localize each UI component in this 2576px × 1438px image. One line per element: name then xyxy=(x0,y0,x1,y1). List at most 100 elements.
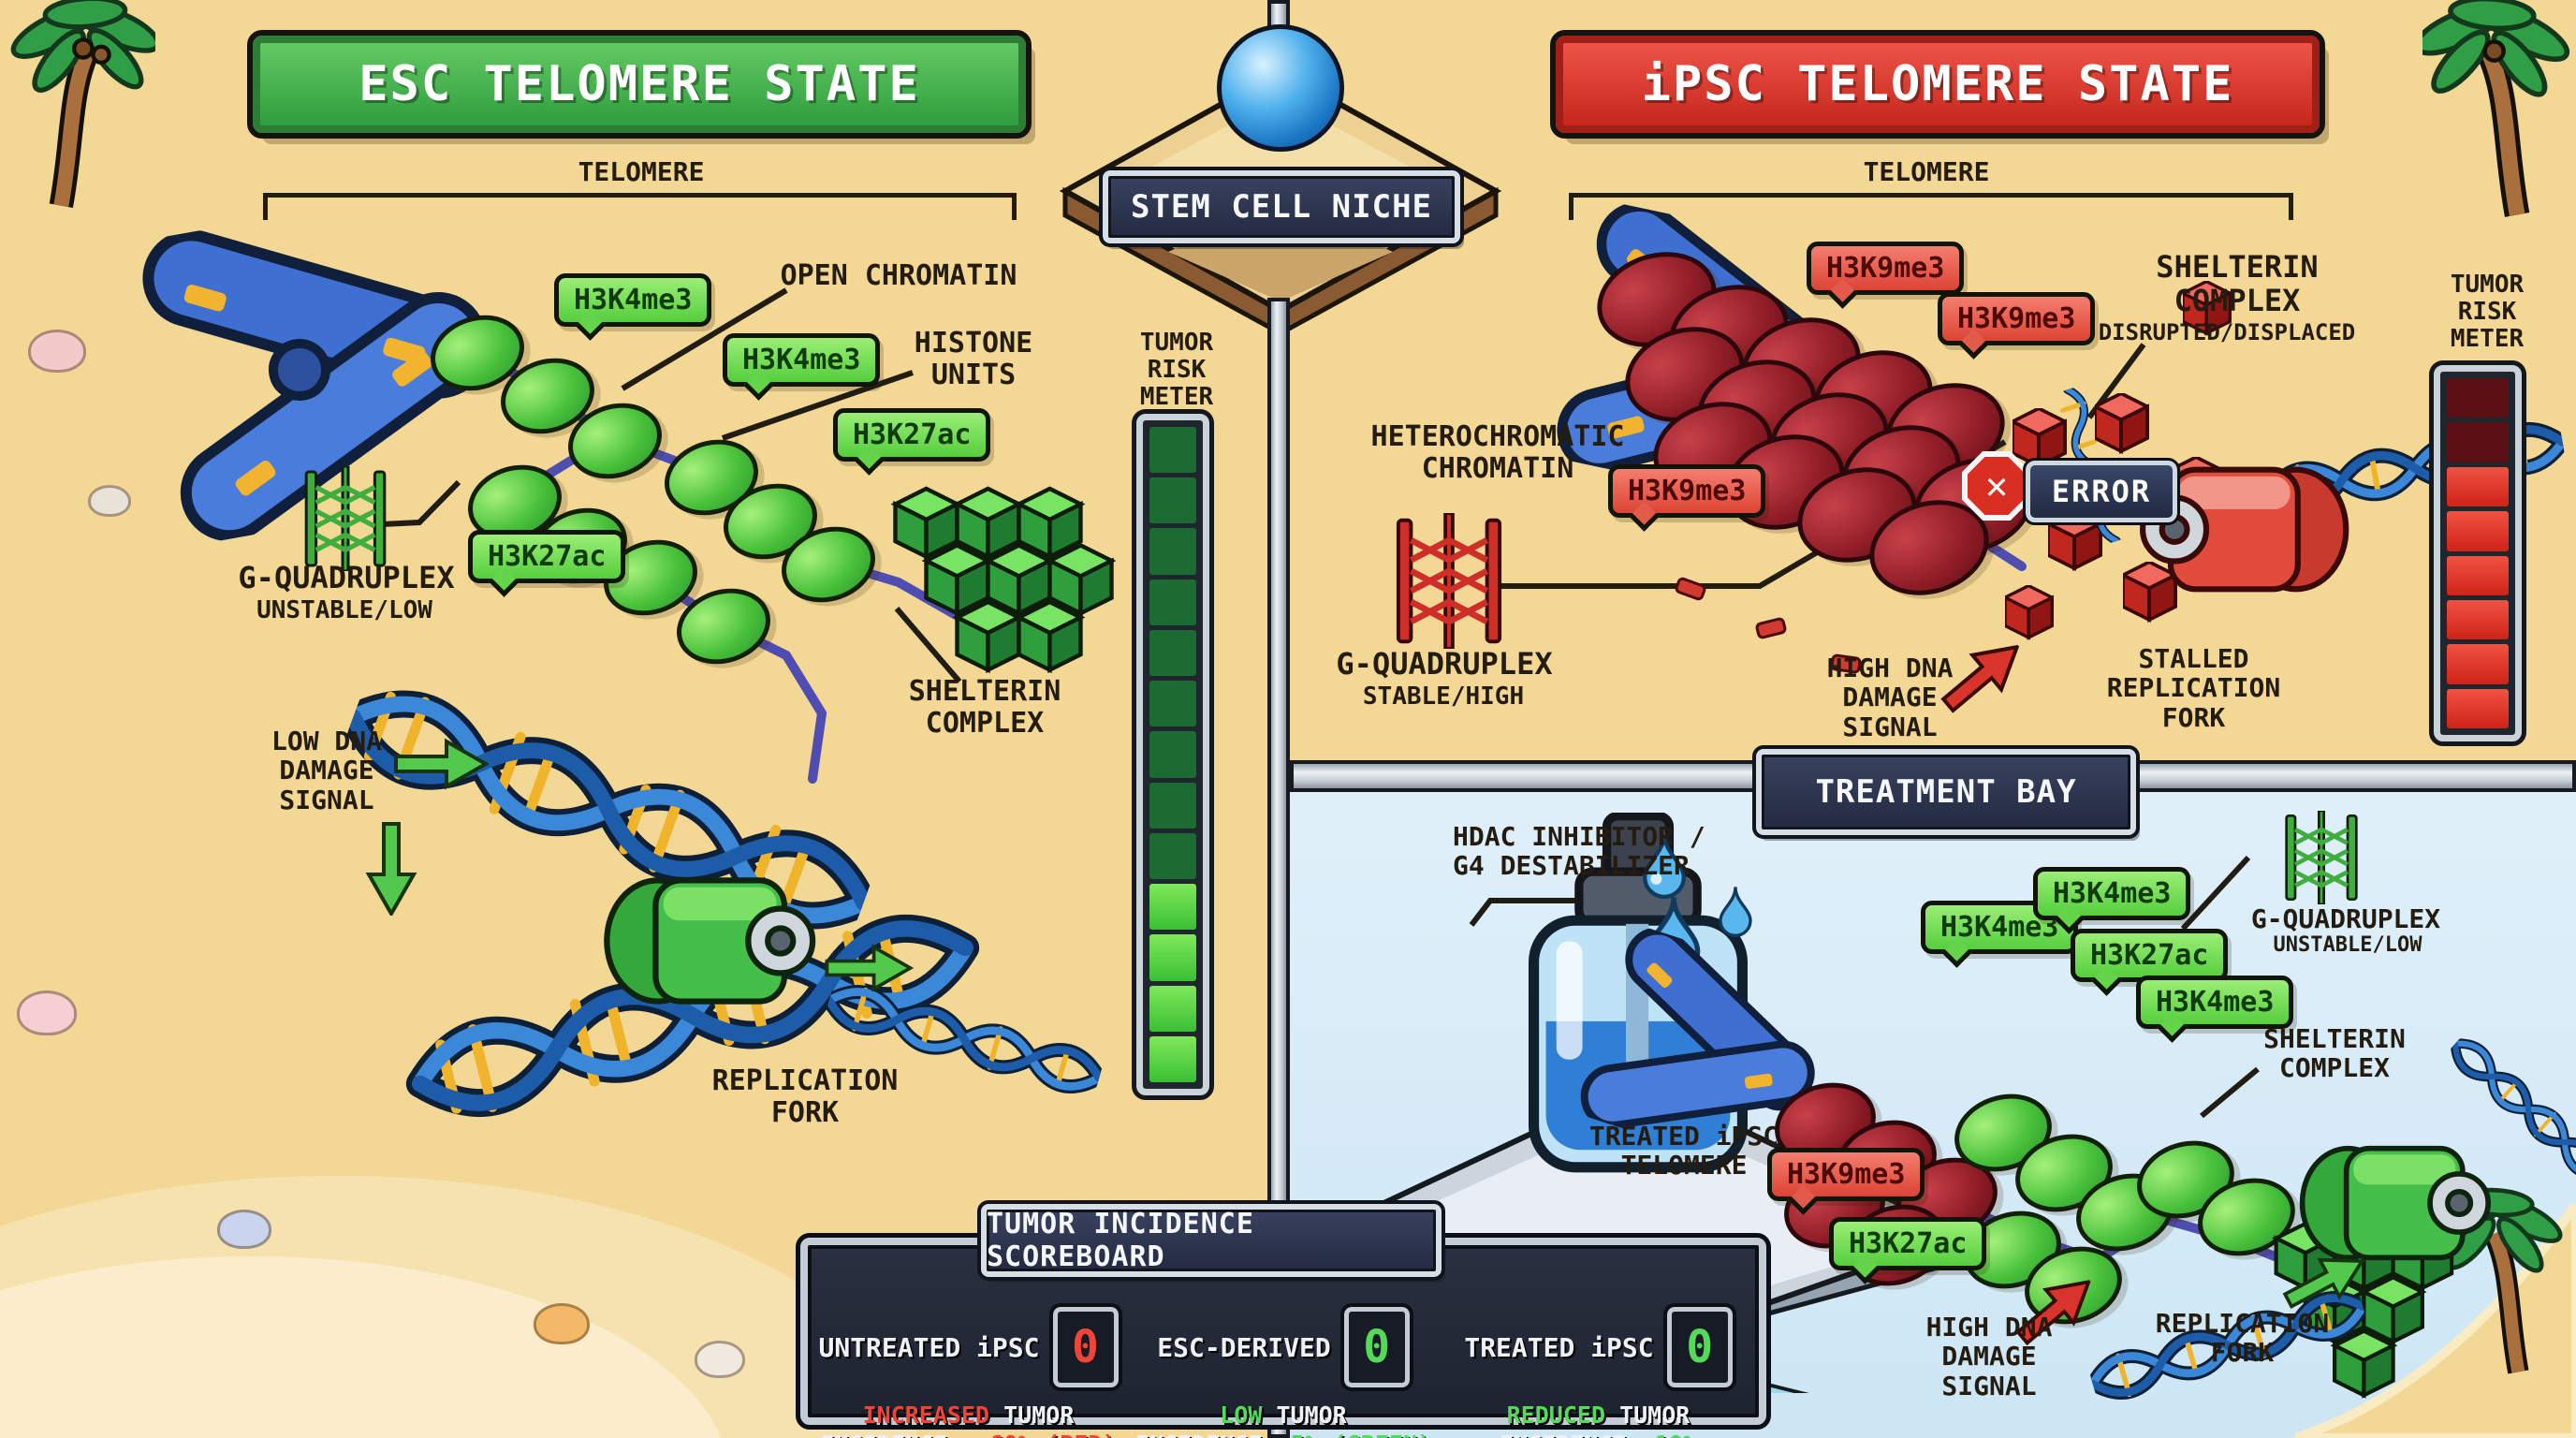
stalled-fork-label: STALLED REPLICATION FORK xyxy=(2106,643,2281,733)
scoreboard-column-untreated: UNTREATED iPSC 0 INCREASED TUMOR INCIDEN… xyxy=(814,1303,1123,1438)
esc-title-banner: ESC TELOMERE STATE xyxy=(247,30,1032,139)
g-quadruplex-state-label: UNSTABLE/LOW xyxy=(256,596,432,624)
h3k4me3-label: H3K4me3 xyxy=(2053,877,2172,910)
score-counter: 0 xyxy=(1048,1303,1122,1391)
dna-helix-icon xyxy=(822,985,1106,1093)
histone-mark-bubble: H3K9me3 xyxy=(1608,464,1766,518)
heterochromatic-label: HETEROCHROMATIC CHROMATIN xyxy=(1370,420,1625,485)
inhibitor-label: HDAC INHIBITOR / G4 DESTABILIZER xyxy=(1453,821,1705,882)
histone-mark-bubble: H3K4me3 xyxy=(554,273,712,327)
dna-damage-label: LOW DNA DAMAGE SIGNAL xyxy=(271,726,382,815)
histone-mark-bubble: H3K27ac xyxy=(833,408,991,462)
replication-fork-label: REPLICATION FORK xyxy=(711,1064,899,1129)
scoreboard-title: TUMOR INCIDENCE SCOREBOARD xyxy=(987,1208,1254,1273)
chromosome-icon xyxy=(1580,927,1815,1129)
droplet-icon xyxy=(1643,833,1686,900)
shelterin-label: SHELTERIN COMPLEX xyxy=(908,675,1061,740)
g-quadruplex-icon xyxy=(304,466,387,571)
esc-title: ESC TELOMERE STATE xyxy=(359,56,920,112)
error-badge: ERROR xyxy=(2023,458,2180,525)
scoreboard-col-label: TREATED iPSC xyxy=(1464,1331,1654,1363)
histone-mark-bubble: H3K4me3 xyxy=(723,333,881,387)
pebble-icon xyxy=(88,485,131,517)
arrow-up-icon xyxy=(2015,1279,2092,1346)
ipsc-title: iPSC TELOMERE STATE xyxy=(1641,56,2234,112)
replication-fork-label: REPLICATION FORK xyxy=(2155,1308,2330,1369)
droplet-icon xyxy=(1719,887,1752,937)
score-value: 0 xyxy=(1686,1321,1714,1373)
h3k9me3-label: H3K9me3 xyxy=(1957,302,2076,335)
incidence-value: 5% (GREEN) xyxy=(1291,1431,1432,1438)
h3k27ac-label: H3K27ac xyxy=(2090,939,2209,972)
stem-cell-niche-label: STEM CELL NICHE xyxy=(1130,188,1433,226)
scoreboard-column-treated: TREATED iPSC 0 REDUCED TUMOR INCIDENCE: … xyxy=(1444,1303,1753,1438)
scoreboard-status: LOW TUMOR INCIDENCE: 5% (GREEN) xyxy=(1135,1401,1431,1438)
g-quadruplex-state-label: UNSTABLE/LOW xyxy=(2273,933,2422,957)
g-quadruplex-label: G-QUADRUPLEX xyxy=(2250,903,2441,934)
g-quadruplex-icon xyxy=(1396,513,1502,649)
error-x-glyph: ✕ xyxy=(1984,464,2009,507)
shelterin-cubes-icon xyxy=(890,486,1117,674)
ipsc-title-banner: iPSC TELOMERE STATE xyxy=(1550,30,2325,139)
arrow-right-icon xyxy=(394,738,489,790)
replication-fork-machine-icon xyxy=(604,877,816,1005)
incidence-prefix: INCIDENCE: xyxy=(1135,1431,1291,1438)
stem-cell-niche-sign: STEM CELL NICHE xyxy=(1099,167,1464,247)
h3k9me3-label: H3K9me3 xyxy=(1826,252,1945,285)
status-emphasis: INCREASED xyxy=(862,1401,990,1429)
histone-mark-bubble: H3K27ac xyxy=(1829,1217,1987,1270)
esc-telomere-label: TELOMERE xyxy=(578,156,705,187)
tumor-risk-meter-label: TUMOR RISK METER xyxy=(1139,329,1214,412)
g-quadruplex-label: G-QUADRUPLEX xyxy=(238,560,455,595)
arrow-down-icon xyxy=(365,822,417,916)
treatment-bay-sign: TREATMENT BAY xyxy=(1752,745,2140,839)
esc-telomere-bracket xyxy=(263,193,1017,220)
status-rest: TUMOR xyxy=(989,1401,1075,1429)
incidence-value: 10% (GREEN) xyxy=(1549,1431,1697,1438)
displaced-shelterin-cube-icon xyxy=(2123,562,2177,624)
status-rest: TUMOR xyxy=(1605,1401,1690,1429)
stalled-fork-machine-icon xyxy=(2140,466,2349,593)
shell-icon xyxy=(534,1303,590,1344)
histone-units-label: HISTONE UNITS xyxy=(914,327,1033,391)
shell-icon xyxy=(217,1210,271,1249)
treated-telomere-label: TREATED iPSC TELOMERE xyxy=(1588,1121,1779,1181)
score-value: 0 xyxy=(1072,1321,1099,1373)
shell-icon xyxy=(695,1341,745,1378)
ipsc-telomere-label: TELOMERE xyxy=(1863,156,1990,187)
h3k4me3-label: H3K4me3 xyxy=(574,284,693,316)
status-emphasis: REDUCED xyxy=(1506,1401,1606,1429)
scoreboard-status: REDUCED TUMOR INCIDENCE: 10% (GREEN) xyxy=(1444,1401,1753,1438)
displaced-shelterin-cube-icon xyxy=(2005,585,2054,640)
status-emphasis: LOW xyxy=(1220,1401,1263,1429)
displaced-shelterin-cube-icon xyxy=(2095,393,2149,455)
dna-helix-icon xyxy=(2450,1038,2576,1181)
shelterin-disrupted-state-label: DISRUPTED/DISPLACED xyxy=(2098,319,2356,345)
arrow-up-icon xyxy=(2282,1257,2365,1309)
shelterin-disrupted-label: SHELTERIN COMPLEX xyxy=(2156,249,2319,318)
open-chromatin-label: OPEN CHROMATIN xyxy=(780,259,1017,292)
stem-cell-orb-icon xyxy=(1217,24,1344,152)
tumor-risk-meter xyxy=(2429,360,2526,746)
scoreboard-title-banner: TUMOR INCIDENCE SCOREBOARD xyxy=(977,1200,1445,1281)
error-badge-label: ERROR xyxy=(2051,474,2152,509)
replication-fork-machine-icon xyxy=(2299,1145,2491,1261)
g-quadruplex-icon xyxy=(2285,811,2358,904)
incidence-prefix: INCIDENCE: xyxy=(1500,1431,1655,1438)
h3k27ac-label: H3K27ac xyxy=(1849,1227,1968,1260)
histone-mark-bubble: H3K9me3 xyxy=(1938,292,2096,345)
error-octagon-icon: ✕ xyxy=(1962,451,2031,521)
histone-mark-bubble: H3K27ac xyxy=(468,530,626,583)
dna-helix-icon xyxy=(2086,1291,2370,1400)
score-counter: 0 xyxy=(1662,1303,1736,1391)
shell-icon xyxy=(17,990,77,1035)
histone-mark-bubble: H3K9me3 xyxy=(1807,242,1965,295)
scoreboard-status: INCREASED TUMOR INCIDENCE: +60% (RED) xyxy=(820,1401,1116,1438)
histone-mark-bubble: H3K4me3 xyxy=(2136,976,2294,1029)
sand-corner xyxy=(2295,1204,2576,1438)
g-quadruplex-label: G-QUADRUPLEX xyxy=(1336,646,1553,682)
h3k9me3-label: H3K9me3 xyxy=(1628,475,1747,507)
status-rest: TUMOR xyxy=(1262,1401,1347,1429)
displaced-shelterin-cube-icon xyxy=(2183,281,2232,336)
